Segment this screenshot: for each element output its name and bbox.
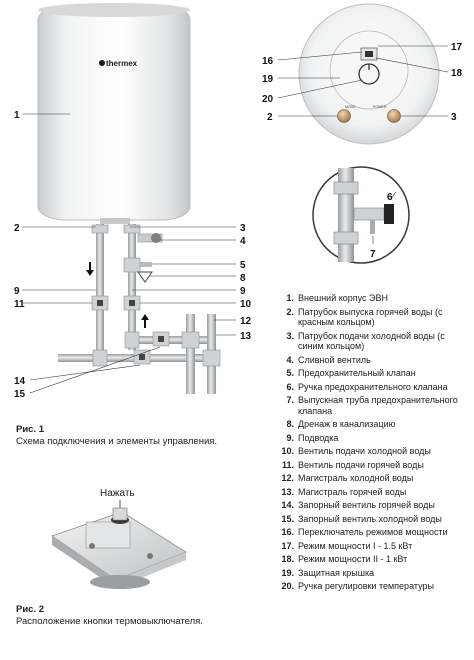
- safety-valve-icon: [123, 257, 152, 273]
- legend-item: 11.Вентиль подачи горячей воды: [281, 459, 424, 470]
- callout-20: 20: [262, 94, 274, 105]
- legend-item: 12.Магистраль холодной воды: [281, 473, 414, 483]
- callout-16: 16: [262, 56, 274, 67]
- legend-item: 5.Предохранительный клапан: [286, 368, 416, 378]
- callout-5: 5: [240, 260, 246, 271]
- callout-3: 3: [240, 223, 246, 234]
- drain-funnel-icon: [137, 271, 153, 283]
- power-label: POWER: [373, 105, 387, 109]
- valve-handle-icon: [384, 204, 394, 224]
- callout-17: 17: [451, 42, 463, 53]
- callout-18: 18: [451, 68, 463, 79]
- hot-outlet-icon: [337, 109, 351, 123]
- legend-item: 17.Режим мощности I - 1.5 кВт: [281, 540, 413, 551]
- fig2-caption: Рис. 2 Расположение кнопки термовыключат…: [16, 604, 276, 628]
- drain-valve-icon: [137, 233, 163, 243]
- temperature-knob-icon: [358, 63, 380, 85]
- legend-item: 7.Выпускная труба предохранительного кла…: [286, 395, 458, 416]
- callout-11: 11: [14, 299, 25, 310]
- hot-shutoff-valve-icon: [133, 349, 151, 365]
- callout-top-2: 2: [267, 112, 273, 123]
- legend-item: 6.Ручка предохранительного клапана: [286, 381, 448, 392]
- brand-logo: thermex: [99, 59, 138, 68]
- legend-item: 9.Подводка: [286, 432, 339, 443]
- top-view: MODE POWER: [298, 3, 440, 145]
- fig1-text: Схема подключения и элементы управления.: [16, 436, 218, 447]
- flow-down-arrow-icon: [86, 262, 94, 276]
- legend-item: 20.Ручка регулировки температуры: [281, 581, 434, 591]
- callout-12: 12: [240, 316, 252, 327]
- leader-lines: [22, 113, 236, 394]
- legend-item: 3.Патрубок подачи холодной воды (с синим…: [286, 330, 445, 352]
- legend-item: 1.Внешний корпус ЭВН: [286, 293, 389, 303]
- cold-inlet-icon: [387, 109, 401, 123]
- legend-item: 14.Запорный вентиль горячей воды: [281, 500, 435, 510]
- callout-6: 6: [387, 192, 393, 203]
- callout-19: 19: [262, 74, 274, 85]
- top-leader-lines: [277, 45, 449, 117]
- svg-text:thermex: thermex: [106, 59, 138, 68]
- callout-9-left: 9: [14, 286, 20, 297]
- safety-valve-detail: [312, 166, 410, 264]
- thermostat-device: [51, 500, 187, 589]
- callout-2: 2: [14, 223, 20, 234]
- mode-label: MODE: [345, 105, 356, 109]
- legend-item: 16.Переключатель режимов мощности: [281, 527, 448, 537]
- legend-item: 19.Защитная крышка: [281, 567, 375, 578]
- cold-shutoff-valve-icon: [152, 331, 170, 347]
- callout-13: 13: [240, 331, 252, 342]
- legend-item: 8.Дренаж в канализацию: [286, 419, 396, 429]
- callout-8: 8: [240, 273, 246, 284]
- mode-switch-icon: [360, 47, 378, 61]
- callout-7: 7: [370, 249, 376, 260]
- legend-item: 15.Запорный вентиль холодной воды: [281, 513, 442, 524]
- fig1-caption: Рис. 1 Схема подключения и элементы упра…: [16, 424, 266, 448]
- press-label: Нажать: [100, 488, 135, 499]
- callout-9-right: 9: [240, 286, 246, 297]
- legend-item: 13.Магистраль горячей воды: [281, 486, 407, 497]
- callout-4: 4: [240, 236, 246, 247]
- legend-item: 2.Патрубок выпуска горячей воды (с красн…: [286, 306, 443, 328]
- fig2-text: Расположение кнопки термовыключателя.: [16, 616, 203, 627]
- legend-list: 1.Внешний корпус ЭВН 2.Патрубок выпуска …: [278, 293, 472, 595]
- fig1-title: Рис. 1: [16, 424, 45, 435]
- water-heater-tank: [37, 3, 191, 224]
- legend-item: 10.Вентиль подачи холодной воды: [281, 446, 431, 456]
- callout-1: 1: [14, 110, 20, 121]
- flow-up-arrow-icon: [141, 314, 149, 328]
- fig2-title: Рис. 2: [16, 604, 45, 615]
- callout-15: 15: [14, 389, 26, 400]
- callout-10: 10: [240, 299, 252, 310]
- legend-item: 18.Режим мощности II - 1 кВт: [281, 554, 408, 564]
- legend-item: 4.Сливной вентиль: [286, 354, 371, 365]
- callout-top-3: 3: [451, 112, 457, 123]
- callout-14: 14: [14, 376, 26, 387]
